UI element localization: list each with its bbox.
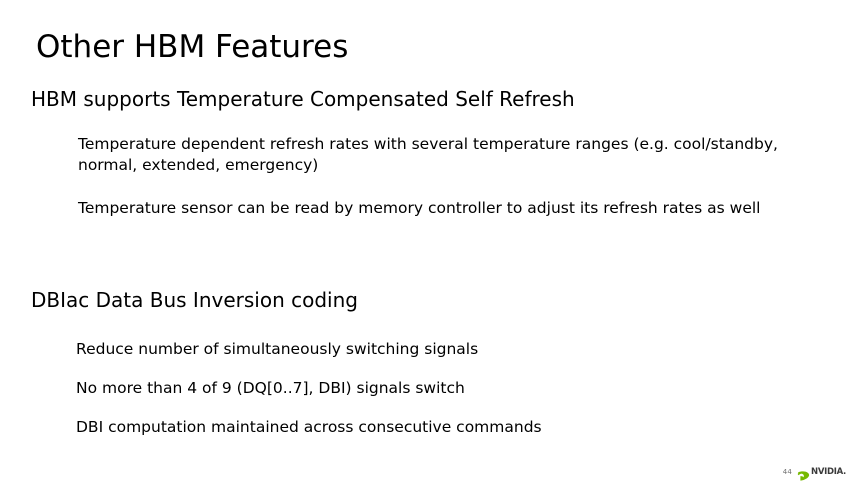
nvidia-wordmark: NVIDIA.: [811, 466, 846, 478]
list-item: Temperature dependent refresh rates with…: [78, 135, 778, 174]
nvidia-eye-icon: [797, 467, 810, 481]
list-item: Temperature sensor can be read by memory…: [78, 199, 761, 217]
section-heading-1: HBM supports Temperature Compensated Sel…: [31, 87, 575, 111]
list-item: No more than 4 of 9 (DQ[0..7], DBI) sign…: [76, 379, 465, 397]
section-heading-2: DBIac Data Bus Inversion coding: [31, 288, 358, 312]
slide-body: HBM supports Temperature Compensated Sel…: [0, 86, 864, 438]
slide-footer: 44 NVIDIA.: [782, 466, 846, 481]
list-item: Reduce number of simultaneously switchin…: [76, 340, 479, 358]
list-item: DBI computation maintained across consec…: [76, 418, 542, 436]
nvidia-logo: NVIDIA.: [797, 466, 846, 481]
page-number: 44: [782, 468, 793, 476]
page-title: Other HBM Features: [36, 29, 349, 65]
